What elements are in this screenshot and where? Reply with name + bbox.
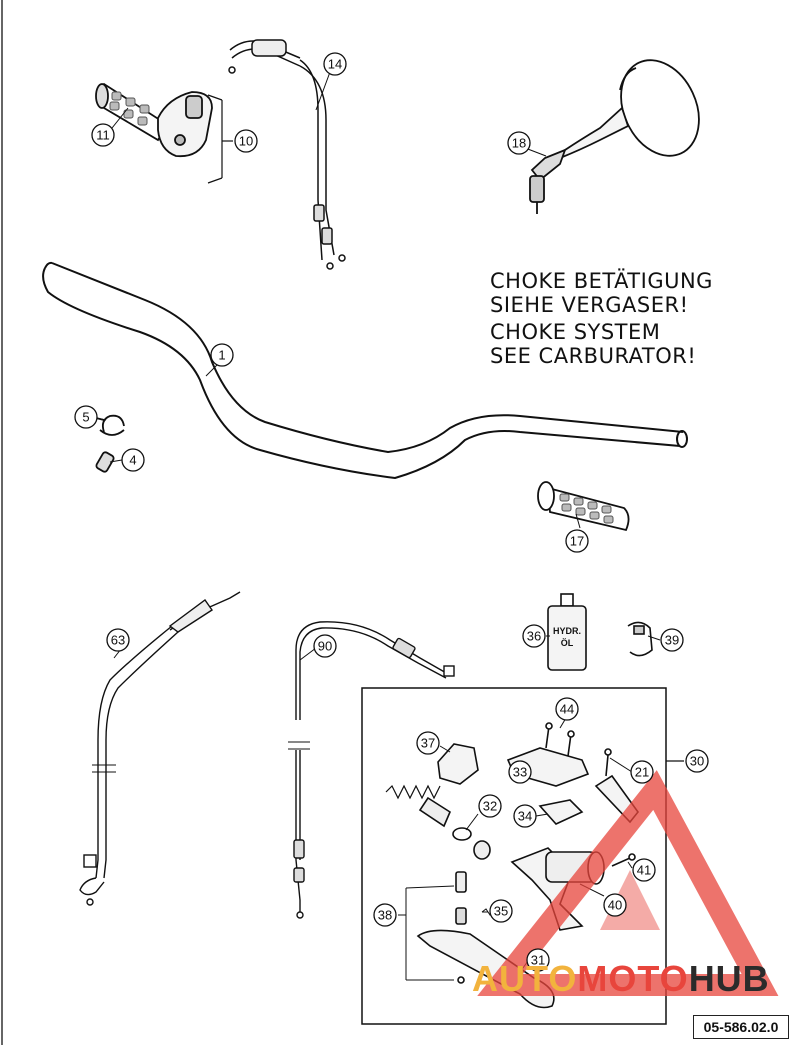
callout-34 — [513, 804, 537, 828]
callout-35 — [489, 899, 513, 923]
callout-31 — [526, 948, 550, 972]
label-31: 31 — [531, 953, 545, 968]
choke-note-line2: SIEHE VERGASER! — [490, 293, 689, 317]
label-34: 34 — [518, 809, 532, 824]
label-41: 41 — [637, 863, 651, 878]
label-40: 40 — [608, 898, 622, 913]
label-4: 4 — [129, 453, 136, 468]
mirror — [529, 59, 700, 214]
throttle-cables — [228, 39, 346, 270]
callout-4 — [121, 448, 145, 472]
callout-33 — [508, 760, 532, 784]
label-17: 17 — [570, 534, 584, 549]
callout-37 — [416, 731, 440, 755]
callouts — [74, 52, 709, 972]
label-21: 21 — [635, 765, 649, 780]
label-35: 35 — [494, 904, 508, 919]
callout-40 — [603, 893, 627, 917]
callout-1 — [210, 343, 234, 367]
callout-36 — [522, 624, 546, 648]
label-1: 1 — [218, 348, 225, 363]
label-32: 32 — [483, 799, 497, 814]
callout-5 — [74, 405, 98, 429]
callout-63 — [106, 628, 130, 652]
label-90: 90 — [318, 639, 332, 654]
label-39: 39 — [665, 633, 679, 648]
choke-note-line1: CHOKE BETÄTIGUNG — [490, 269, 713, 293]
choke-note-line3: CHOKE SYSTEM — [490, 320, 661, 344]
callout-41 — [632, 858, 656, 882]
left-grip — [537, 481, 630, 532]
label-37: 37 — [421, 736, 435, 751]
label-11: 11 — [96, 128, 110, 143]
label-38: 38 — [378, 908, 392, 923]
label-10: 10 — [239, 134, 253, 149]
diagram-code: 05-586.02.0 — [693, 1015, 789, 1039]
clutch-assembly-frame — [361, 687, 667, 1025]
watermark-moto: MOTO — [577, 958, 689, 999]
callout-39 — [660, 628, 684, 652]
label-33: 33 — [513, 765, 527, 780]
label-5: 5 — [82, 410, 89, 425]
clip-39 — [627, 621, 653, 657]
callout-32 — [478, 794, 502, 818]
label-36: 36 — [527, 629, 541, 644]
cable-63 — [79, 591, 241, 906]
callout-44 — [555, 697, 579, 721]
label-18: 18 — [512, 136, 526, 151]
hydraulic-oil-bottle — [547, 593, 587, 671]
bottle-text-1: HYDR. — [553, 626, 581, 636]
watermark-text: AUTOMOTOHUB — [472, 958, 770, 1000]
throttle-grip — [95, 82, 213, 158]
watermark-hub: HUB — [688, 958, 770, 999]
callout-21 — [630, 760, 654, 784]
clamp-and-sleeve — [95, 414, 125, 473]
callout-10 — [234, 129, 258, 153]
handlebar — [42, 261, 688, 480]
callout-14 — [323, 52, 347, 76]
callout-18 — [507, 131, 531, 155]
cable-90 — [288, 621, 455, 919]
callout-38 — [373, 903, 397, 927]
choke-note-line4: SEE CARBURATOR! — [490, 344, 697, 368]
bottle-text-2: ÖL — [561, 638, 574, 648]
callout-17 — [565, 529, 589, 553]
label-30: 30 — [690, 754, 704, 769]
label-63: 63 — [111, 633, 125, 648]
callout-30 — [685, 749, 709, 773]
label-44: 44 — [560, 702, 574, 717]
callout-90 — [313, 634, 337, 658]
label-14: 14 — [328, 57, 342, 72]
callout-11 — [91, 123, 115, 147]
watermark-auto: AUTO — [472, 958, 578, 999]
